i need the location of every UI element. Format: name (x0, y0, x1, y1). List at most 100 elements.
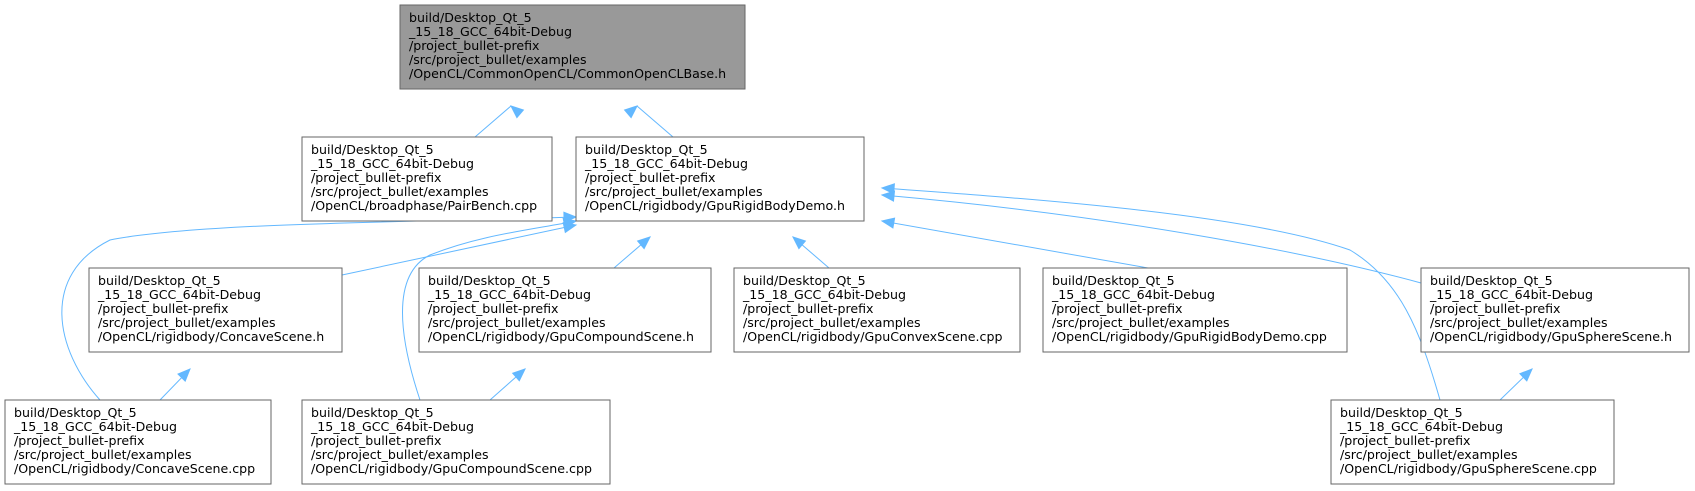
edge-gpu_compound_scene_h-to-gpu_rigid_body_demo_h (613, 236, 651, 269)
node-label-line: build/Desktop_Qt_5 (1430, 273, 1553, 288)
node-box (1330, 399, 1615, 485)
edge-gpu_convex_scene_cpp-to-gpu_rigid_body_demo_h (792, 236, 830, 269)
node-label-line: build/Desktop_Qt_5 (428, 273, 551, 288)
node-label-line: /OpenCL/rigidbody/GpuRigidBodyDemo.h (585, 198, 845, 213)
node-box (4, 399, 272, 485)
node-label-line: /src/project_bullet/examples (743, 315, 921, 330)
node-box (301, 399, 611, 485)
node-gpu-sphere-scene-cpp[interactable]: build/Desktop_Qt_5_15_18_GCC_64bit-Debug… (1330, 399, 1615, 485)
node-label-line: _15_18_GCC_64bit-Debug (584, 156, 748, 171)
node-label-line: /project_bullet-prefix (311, 170, 442, 185)
node-label-line: build/Desktop_Qt_5 (98, 273, 221, 288)
node-label-line: build/Desktop_Qt_5 (409, 10, 532, 25)
arrowhead-icon (636, 236, 651, 250)
node-label-line: /project_bullet-prefix (311, 433, 442, 448)
node-label-line: /src/project_bullet/examples (1052, 315, 1230, 330)
arrowhead-icon (562, 217, 578, 230)
node-box (1420, 267, 1690, 353)
node-box (301, 136, 553, 222)
node-label-line: _15_18_GCC_64bit-Debug (97, 287, 261, 302)
edge-line (881, 194, 1422, 284)
node-gpu-compound-scene-h[interactable]: build/Desktop_Qt_5_15_18_GCC_64bit-Debug… (418, 267, 712, 353)
node-label-line: /src/project_bullet/examples (585, 184, 763, 199)
node-label-line: /src/project_bullet/examples (1430, 315, 1608, 330)
node-label-line: /OpenCL/rigidbody/GpuConvexScene.cpp (743, 329, 1002, 344)
edge-line (881, 220, 1149, 269)
edge-gpu_sphere_scene_cpp-to-gpu_sphere_scene_h (1499, 368, 1533, 401)
node-label-line: /OpenCL/rigidbody/GpuSphereScene.h (1430, 329, 1672, 344)
node-concave-scene-cpp[interactable]: build/Desktop_Qt_5_15_18_GCC_64bit-Debug… (4, 399, 272, 485)
arrowhead-icon (880, 183, 895, 195)
node-gpu-sphere-scene-h[interactable]: build/Desktop_Qt_5_15_18_GCC_64bit-Debug… (1420, 267, 1690, 353)
node-label-line: /src/project_bullet/examples (14, 447, 192, 462)
node-label-line: /OpenCL/rigidbody/GpuRigidBodyDemo.cpp (1052, 329, 1327, 344)
node-label-line: /src/project_bullet/examples (98, 315, 276, 330)
node-label-line: /project_bullet-prefix (428, 301, 559, 316)
edge-gpu_rigid_body_demo_h-to-common_opencl_base_h (623, 105, 674, 138)
node-gpu-convex-scene-cpp[interactable]: build/Desktop_Qt_5_15_18_GCC_64bit-Debug… (733, 267, 1021, 353)
arrowhead-icon (511, 368, 526, 382)
node-label-line: build/Desktop_Qt_5 (311, 142, 434, 157)
edge-gpu_compound_scene_cpp-to-gpu_rigid_body_demo_h (402, 217, 578, 401)
node-label-line: /OpenCL/rigidbody/GpuSphereScene.cpp (1340, 461, 1597, 476)
node-label-line: build/Desktop_Qt_5 (585, 142, 708, 157)
node-gpu-compound-scene-cpp[interactable]: build/Desktop_Qt_5_15_18_GCC_64bit-Debug… (301, 399, 611, 485)
node-label-line: build/Desktop_Qt_5 (14, 405, 137, 420)
node-label-line: /OpenCL/CommonOpenCL/CommonOpenCLBase.h (409, 66, 726, 81)
node-label-line: /project_bullet-prefix (409, 38, 540, 53)
node-label-line: _15_18_GCC_64bit-Debug (310, 156, 474, 171)
node-label-line: _15_18_GCC_64bit-Debug (408, 24, 572, 39)
edge-gpu_rigid_body_demo_cpp-to-gpu_rigid_body_demo_h (880, 217, 1149, 269)
node-label-line: /src/project_bullet/examples (409, 52, 587, 67)
node-pair-bench-cpp[interactable]: build/Desktop_Qt_5_15_18_GCC_64bit-Debug… (301, 136, 553, 222)
node-label-line: build/Desktop_Qt_5 (1340, 405, 1463, 420)
node-label-line: build/Desktop_Qt_5 (311, 405, 434, 420)
node-label-line: /OpenCL/rigidbody/GpuCompoundScene.cpp (311, 461, 592, 476)
node-box (88, 267, 343, 353)
node-label-line: /OpenCL/rigidbody/GpuCompoundScene.h (428, 329, 694, 344)
node-concave-scene-h[interactable]: build/Desktop_Qt_5_15_18_GCC_64bit-Debug… (88, 267, 343, 353)
node-label-line: /OpenCL/rigidbody/ConcaveScene.cpp (14, 461, 255, 476)
node-label-line: build/Desktop_Qt_5 (1052, 273, 1175, 288)
node-label-line: /project_bullet-prefix (585, 170, 716, 185)
edge-gpu_sphere_scene_h-to-gpu_rigid_body_demo_h (880, 190, 1422, 284)
edge-line (636, 105, 674, 138)
node-box (418, 267, 712, 353)
edge-pair_bench_cpp-to-common_opencl_base_h (474, 105, 525, 138)
arrowhead-icon (880, 217, 896, 229)
node-box (399, 4, 746, 90)
edge-line (341, 224, 577, 276)
node-common-opencl-base-h[interactable]: build/Desktop_Qt_5_15_18_GCC_64bit-Debug… (399, 4, 746, 90)
node-box (733, 267, 1021, 353)
node-label-line: /OpenCL/broadphase/PairBench.cpp (311, 198, 537, 213)
arrowhead-icon (880, 190, 896, 202)
node-label-line: /OpenCL/rigidbody/ConcaveScene.h (98, 329, 324, 344)
node-box (575, 136, 865, 222)
node-label-line: /project_bullet-prefix (1340, 433, 1471, 448)
node-label-line: _15_18_GCC_64bit-Debug (13, 419, 177, 434)
node-gpu-rigid-body-demo-cpp[interactable]: build/Desktop_Qt_5_15_18_GCC_64bit-Debug… (1042, 267, 1348, 353)
arrowhead-icon (510, 105, 525, 119)
nodes-layer: build/Desktop_Qt_5_15_18_GCC_64bit-Debug… (4, 4, 1690, 485)
arrowhead-icon (1519, 368, 1533, 382)
arrowhead-icon (623, 105, 638, 119)
node-label-line: /src/project_bullet/examples (311, 184, 489, 199)
edge-line (474, 105, 512, 138)
edge-concave_scene_h-to-gpu_rigid_body_demo_h (341, 221, 578, 276)
node-label-line: /project_bullet-prefix (98, 301, 229, 316)
arrowhead-icon (177, 368, 191, 382)
node-label-line: build/Desktop_Qt_5 (743, 273, 866, 288)
edge-line (402, 220, 577, 401)
node-gpu-rigid-body-demo-h[interactable]: build/Desktop_Qt_5_15_18_GCC_64bit-Debug… (575, 136, 865, 222)
node-label-line: /project_bullet-prefix (743, 301, 874, 316)
node-label-line: /src/project_bullet/examples (311, 447, 489, 462)
node-label-line: _15_18_GCC_64bit-Debug (310, 419, 474, 434)
node-label-line: _15_18_GCC_64bit-Debug (1429, 287, 1593, 302)
edge-line (881, 187, 1441, 401)
node-label-line: _15_18_GCC_64bit-Debug (427, 287, 591, 302)
node-label-line: /project_bullet-prefix (1052, 301, 1183, 316)
arrowhead-icon (792, 236, 807, 250)
node-label-line: /project_bullet-prefix (14, 433, 145, 448)
edge-gpu_sphere_scene_cpp-to-gpu_rigid_body_demo_h (880, 183, 1441, 401)
